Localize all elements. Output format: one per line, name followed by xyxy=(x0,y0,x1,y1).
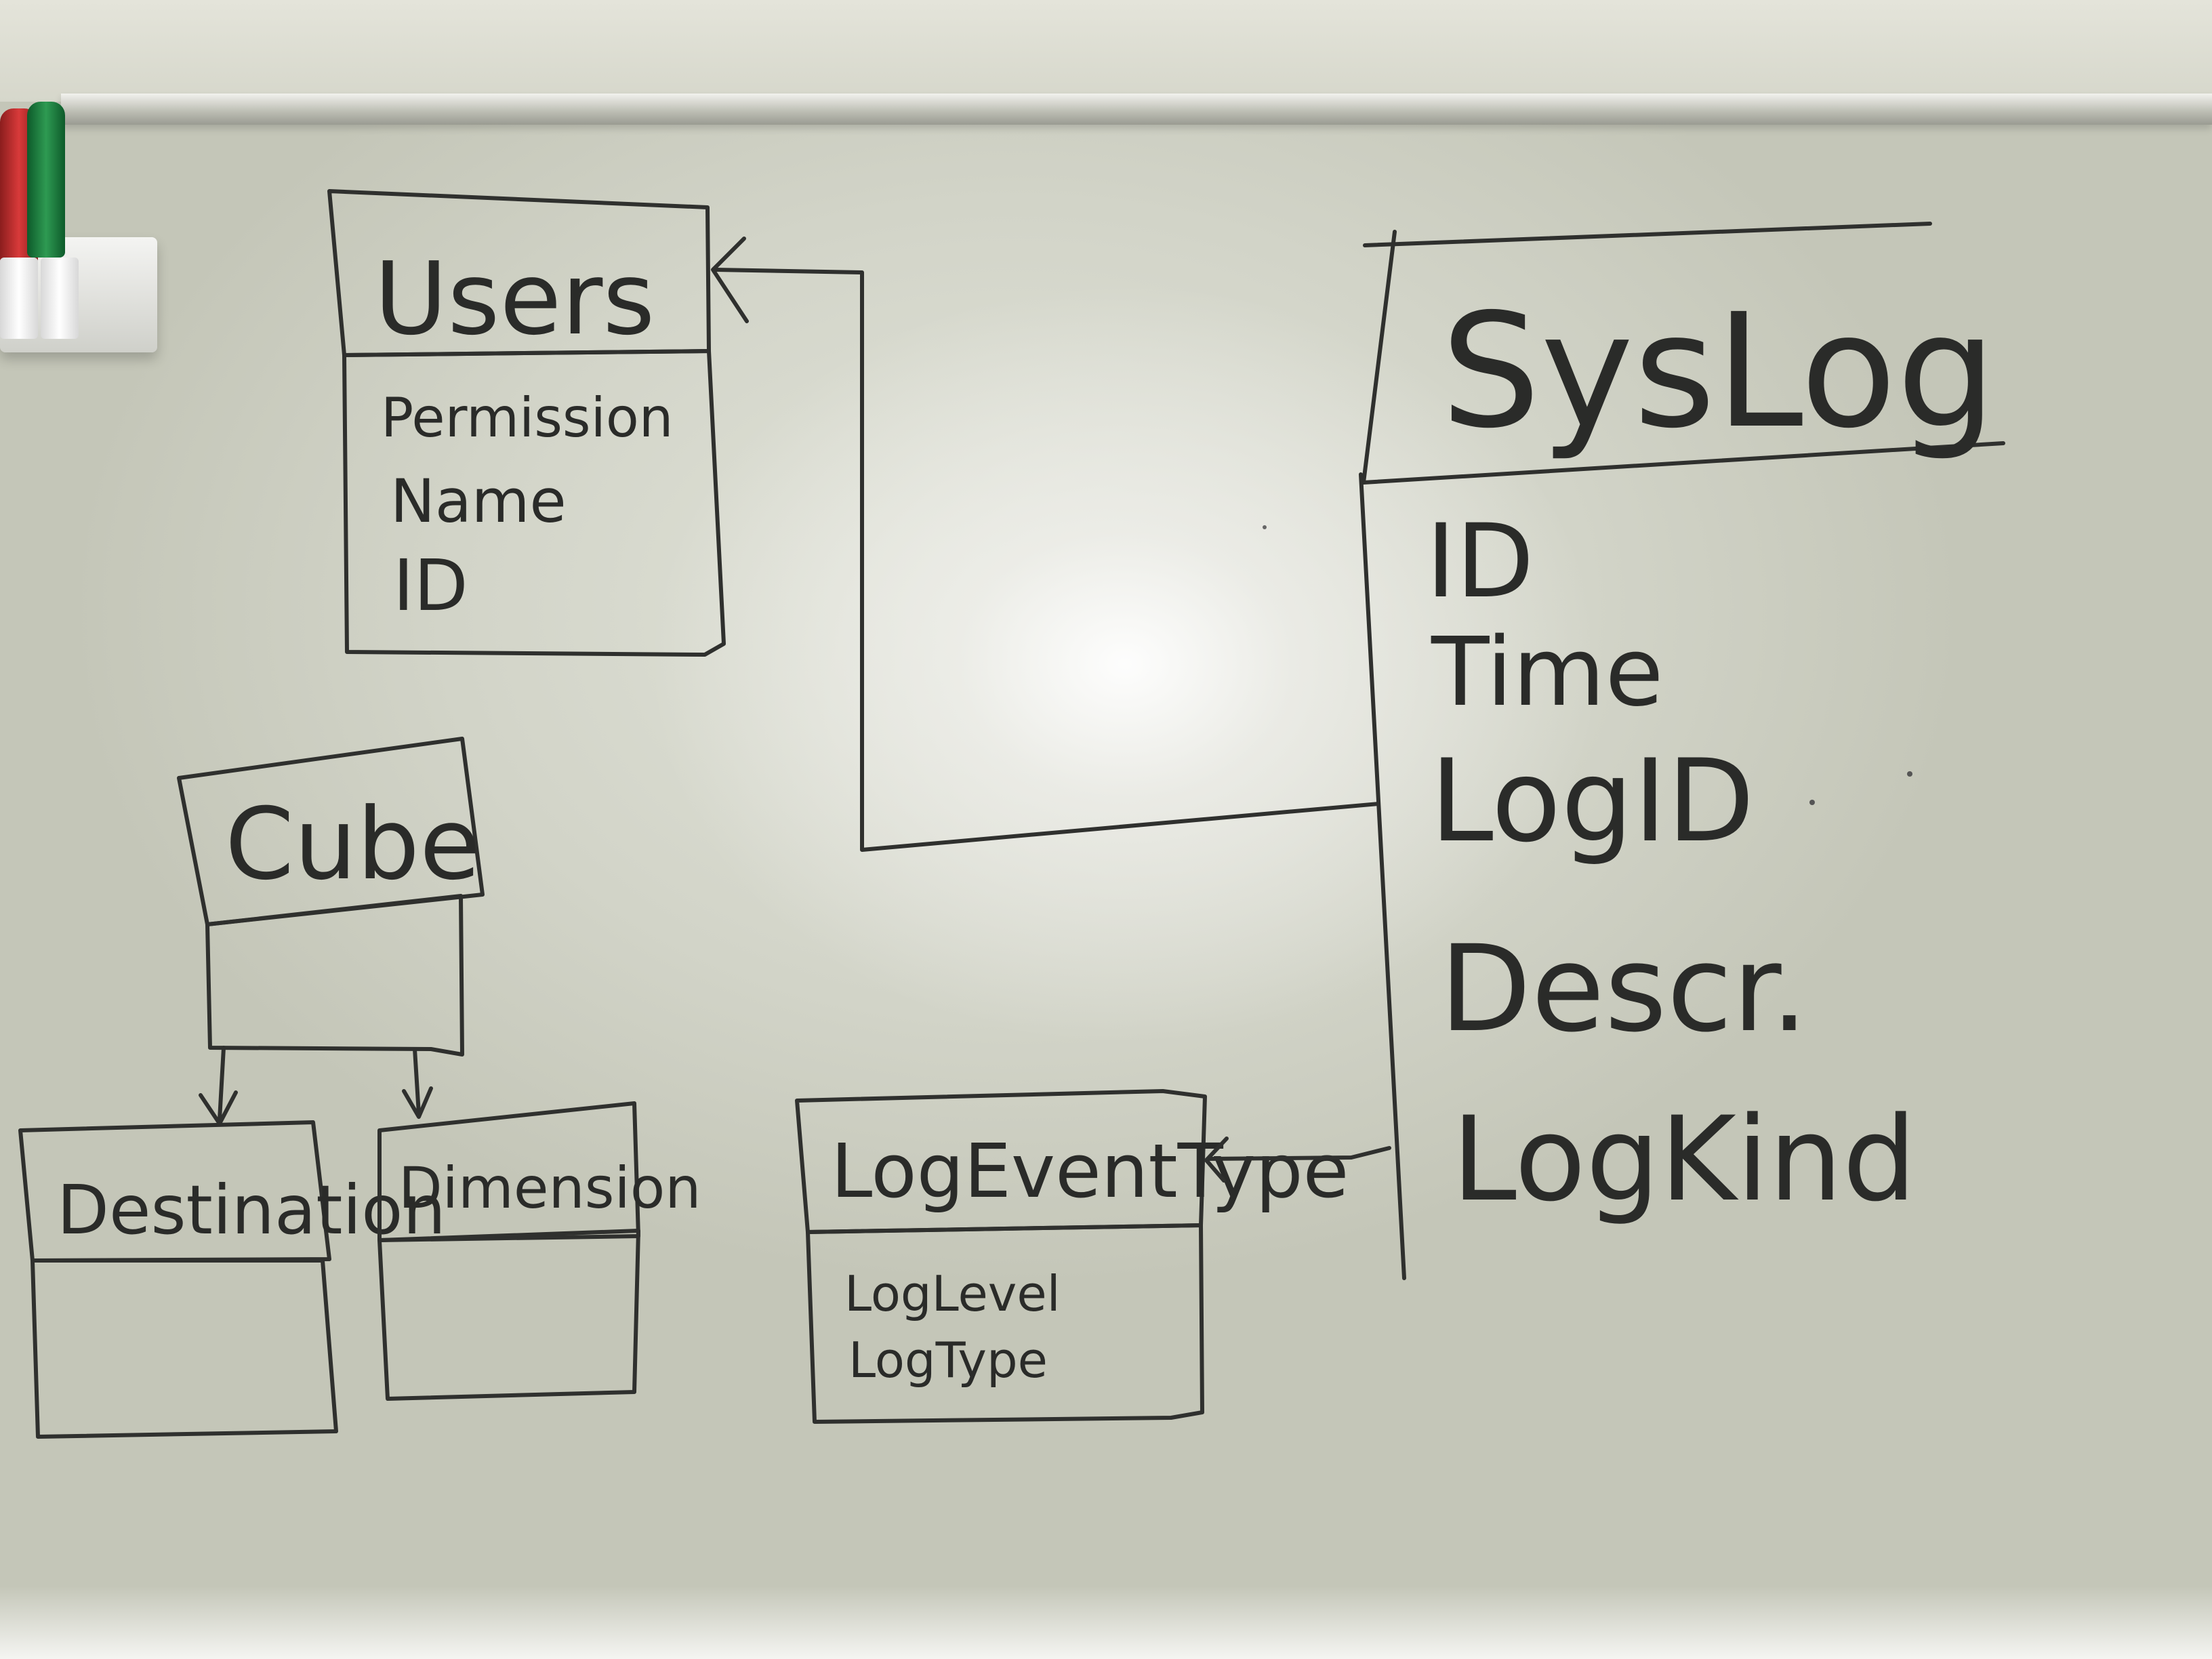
cube-body-box xyxy=(205,894,464,1057)
users-body-box xyxy=(342,349,726,657)
ink-speck xyxy=(1263,525,1267,529)
users-field: Name xyxy=(390,466,567,536)
users-field: ID xyxy=(393,544,468,627)
logeventtype-body-box xyxy=(806,1223,1204,1424)
relation-cube-children xyxy=(199,1046,433,1126)
logeventtype-field: LogType xyxy=(848,1332,1048,1389)
syslog-header-divider xyxy=(1361,441,2005,485)
entity-logeventtype: LogEventType LogLevel LogType xyxy=(795,1089,1349,1424)
ink-speck xyxy=(1907,771,1912,777)
entity-users: Users Permission Name ID xyxy=(327,189,726,657)
arrowhead-icon xyxy=(711,237,749,323)
syslog-body-left-line xyxy=(1359,472,1406,1280)
arrowhead-icon xyxy=(1204,1136,1229,1183)
wall xyxy=(0,0,2212,102)
bottom-glare xyxy=(0,1586,2212,1659)
cube-header-box xyxy=(177,737,485,926)
logeventtype-title: LogEventType xyxy=(831,1128,1349,1214)
logeventtype-header-box xyxy=(795,1089,1207,1234)
syslog-field: ID xyxy=(1426,503,1534,621)
dimension-body-box xyxy=(377,1229,640,1401)
connector-line xyxy=(714,268,1380,852)
connector-line xyxy=(413,1047,421,1116)
marker-cap-icon xyxy=(41,258,79,339)
green-marker-icon xyxy=(27,102,65,258)
entity-syslog: SysLog ID Time LogID Descr. LogKind xyxy=(1359,222,2005,1280)
users-field: Permission xyxy=(381,386,673,449)
syslog-field: Descr. xyxy=(1439,920,1808,1059)
syslog-field: LogKind xyxy=(1452,1091,1917,1227)
marker-cap-icon xyxy=(0,258,38,339)
logeventtype-field: LogLevel xyxy=(844,1265,1061,1322)
syslog-left-line xyxy=(1361,230,1397,485)
syslog-title: SysLog xyxy=(1441,280,1996,463)
relation-syslog-logeventtype xyxy=(1204,1136,1391,1183)
arrowhead-icon xyxy=(402,1086,433,1119)
marker-rail xyxy=(61,94,2212,125)
ink-speck xyxy=(1809,800,1815,805)
cube-title: Cube xyxy=(225,787,480,902)
destination-header-box xyxy=(18,1120,331,1263)
syslog-top-line xyxy=(1363,222,1932,247)
syslog-field: Time xyxy=(1431,617,1664,728)
connector-line xyxy=(1206,1146,1391,1161)
users-title: Users xyxy=(374,241,655,357)
connector-line xyxy=(218,1046,226,1122)
entity-dimension: Dimension xyxy=(377,1101,701,1401)
destination-title: Destination xyxy=(57,1170,446,1250)
relation-syslog-users xyxy=(711,237,1380,852)
destination-body-box xyxy=(30,1258,338,1439)
syslog-field: LogID xyxy=(1430,735,1755,867)
entity-cube: Cube xyxy=(177,737,485,1057)
dimension-title: Dimension xyxy=(398,1155,701,1221)
